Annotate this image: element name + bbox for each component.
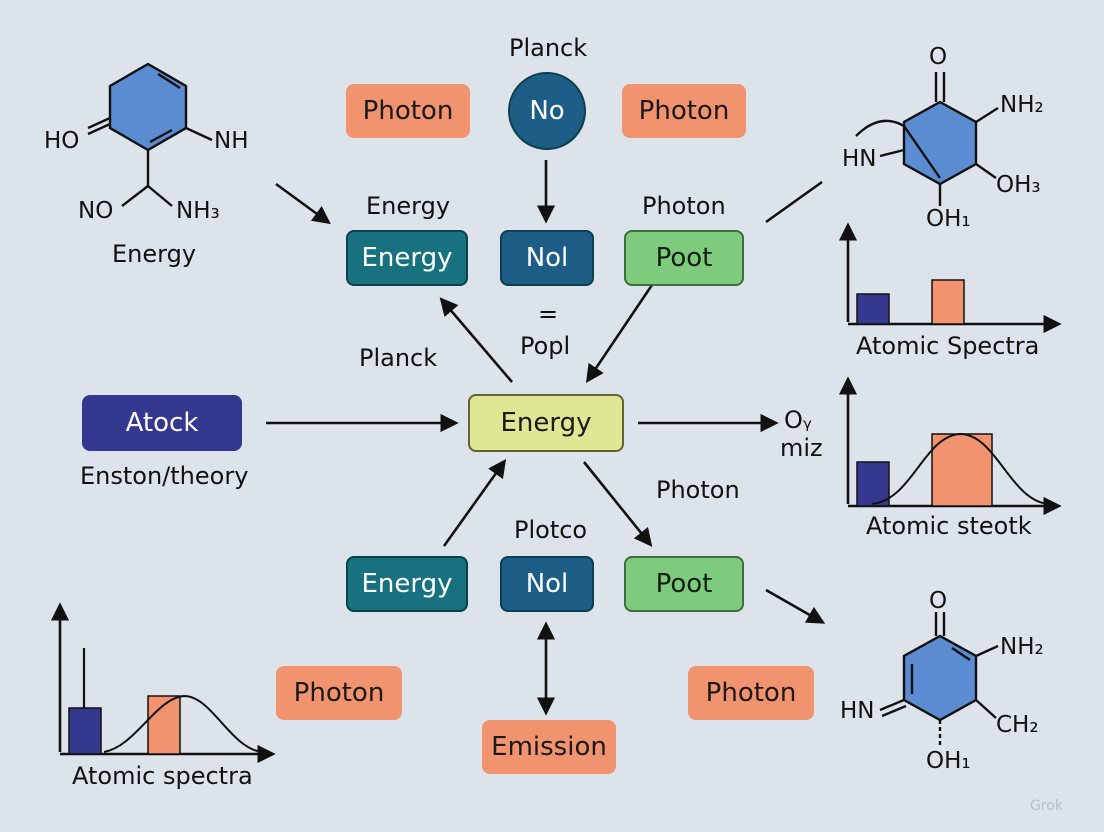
emission-node[interactable]: Emission [482, 720, 616, 774]
arrow-molecule-to-energy [275, 182, 331, 225]
molecule-atom-hn: HN [840, 698, 875, 724]
spectra-bar [856, 293, 890, 325]
atock-node[interactable]: Atock [82, 395, 242, 451]
enston-theory-label: Enston/theory [80, 462, 249, 490]
spectra-caption-mid: Atomic steotk [866, 512, 1032, 540]
molecule-atom-nh: NH [214, 128, 249, 154]
poot-node-low[interactable]: Poot [624, 556, 744, 612]
molecule-atom-ch2: CH₂ [996, 712, 1039, 738]
line-poot-to-molecule [765, 180, 823, 224]
molecule-atom-oh1: OH₁ [926, 748, 971, 774]
equals-label: = [538, 300, 559, 328]
arrow-poot-to-center [585, 281, 656, 384]
energy-caption: Energy [366, 192, 451, 220]
spectra-chart-mid [838, 376, 1062, 516]
spectra-chart-bottom [50, 602, 276, 764]
nol-node-mid[interactable]: Nol [500, 230, 594, 286]
molecule-top-left [87, 62, 213, 207]
spectra-caption-bottom: Atomic spectra [72, 762, 253, 790]
nol-node-low[interactable]: Nol [500, 556, 594, 612]
photon-node-top-left[interactable]: Photon [346, 84, 470, 138]
poot-node-mid[interactable]: Poot [624, 230, 744, 286]
popl-label: Popl [520, 332, 571, 360]
molecule-top-right [855, 72, 999, 206]
connector-arrows [266, 160, 826, 716]
spectra-chart-top [838, 222, 1062, 334]
molecule-caption: Energy [112, 240, 197, 268]
oy-label: Oᵧ [784, 406, 812, 434]
spectra-caption-top: Atomic Spectra [856, 332, 1040, 360]
energy-node-mid[interactable]: Energy [346, 230, 468, 286]
molecule-atom-ho: HO [44, 128, 80, 154]
arrow-center-to-poot [582, 461, 653, 547]
spectra-bar [931, 279, 965, 325]
molecule-atom-hn: HN [842, 146, 877, 172]
miz-label: miz [780, 434, 823, 462]
arrow-center-to-energy [439, 297, 513, 383]
planck-circle-node[interactable]: No [508, 72, 586, 150]
photon-caption: Photon [642, 192, 726, 220]
photon-node-bottom-right[interactable]: Photon [688, 666, 814, 720]
spectra-bar [68, 707, 102, 755]
spectra-curve [871, 432, 1049, 505]
molecule-atom-oh1: OH₁ [926, 206, 971, 232]
molecule-atom-o: O [929, 44, 948, 70]
energy-node-low[interactable]: Energy [346, 556, 468, 612]
planck-label-top: Planck [509, 34, 588, 62]
energy-center-node[interactable]: Energy [468, 394, 624, 452]
molecule-bottom-right [879, 612, 999, 748]
molecule-atom-oh3: OH₃ [996, 172, 1041, 198]
molecule-atom-no: NO [78, 198, 114, 224]
photon-label-right: Photon [656, 476, 740, 504]
molecule-atom-nh2: NH₂ [1000, 92, 1044, 118]
photon-node-bottom-left[interactable]: Photon [276, 666, 402, 720]
spectra-curve [103, 694, 263, 753]
molecule-atom-nh3: NH₃ [176, 198, 220, 224]
molecule-atom-o: O [929, 588, 948, 614]
arrow-energy-to-center [442, 459, 507, 547]
photon-node-top-right[interactable]: Photon [622, 84, 746, 138]
planck-label-mid: Planck [359, 344, 438, 372]
plotco-label: Plotco [514, 516, 588, 544]
spectra-bar [931, 433, 993, 507]
molecule-atom-nh2: NH₂ [1000, 634, 1044, 660]
grok-watermark: Grok [1030, 798, 1063, 814]
arrow-poot-to-molecule [765, 588, 826, 624]
spectra-bar [856, 461, 890, 507]
